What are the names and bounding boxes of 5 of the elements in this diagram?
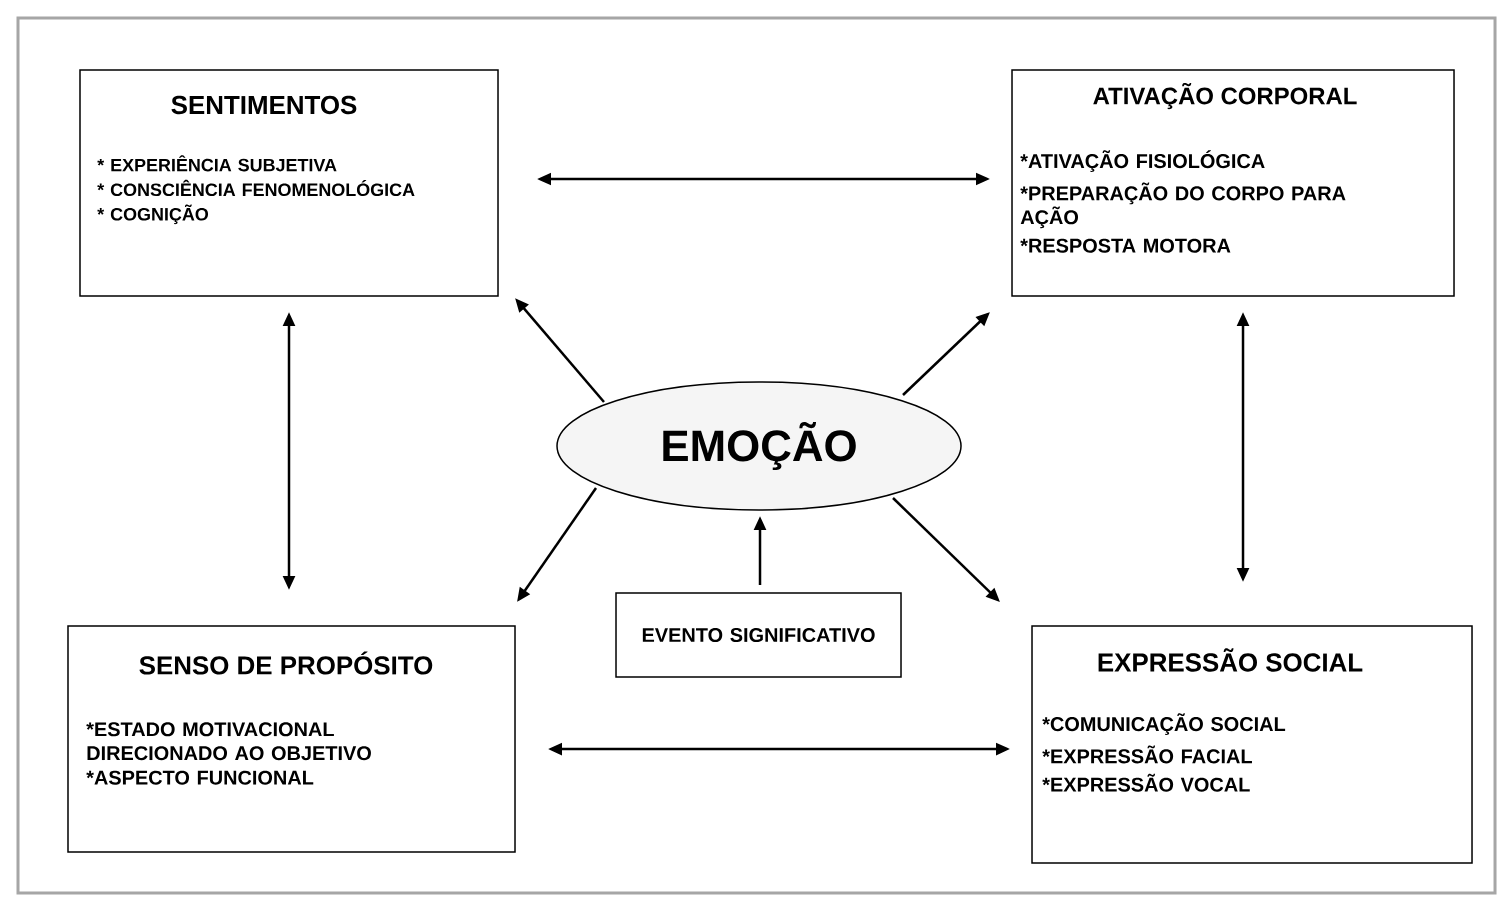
text-box: SENSO DE PROPÓSITO *ESTADO MOTIVACIONAL DIRECIONADO AO OBJETIVO *ASPECTO FUNCIONAL — [67, 625, 516, 853]
text-box: EVENTO SIGNIFICATIVO — [615, 592, 902, 678]
text-box: EXPRESSÃO SOCIAL *COMUNICAÇÃO SOCIAL *EXPRESSÃO FACIAL *EXPRESSÃO VOCAL — [1031, 625, 1473, 864]
text-box: SENTIMENTOS * EXPERIÊNCIA SUBJETIVA * CONSCIÊNCIA FENOMENOLÓGICA * COGNIÇÃO — [79, 69, 499, 297]
text-box: ATIVAÇÃO CORPORAL *ATIVAÇÃO FISIOLÓGICA *PREPARAÇÃO DO CORPO PARA AÇÃO *RESPOSTA MOTORA — [1011, 69, 1455, 297]
